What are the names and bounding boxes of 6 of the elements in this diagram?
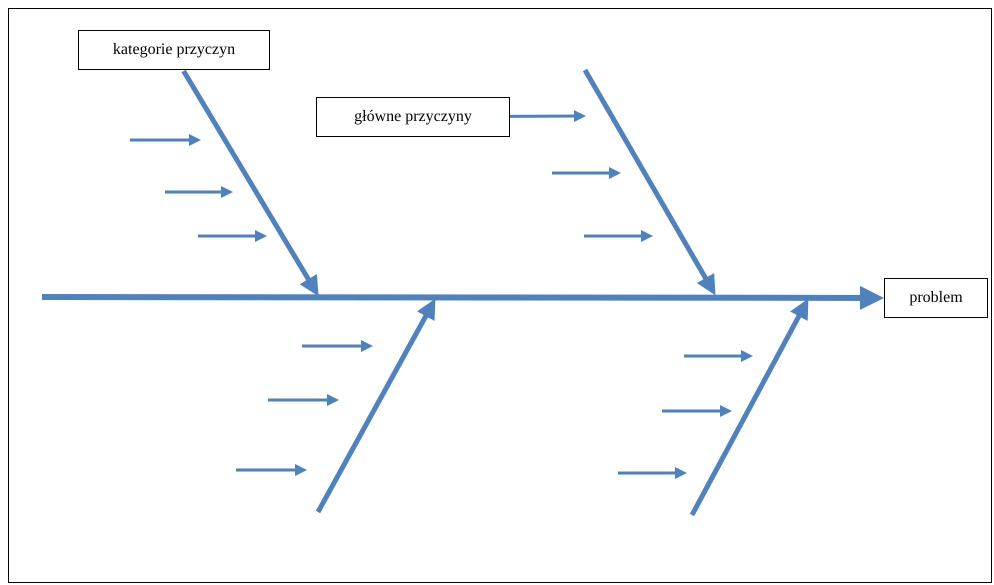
arrow (510, 110, 586, 122)
spine-arrow (42, 286, 884, 310)
label-box: problem (884, 278, 988, 318)
label-box: kategorie przyczyn (78, 30, 270, 70)
label-box: główne przyczyny (316, 97, 510, 137)
bone-arrow (181, 70, 319, 296)
